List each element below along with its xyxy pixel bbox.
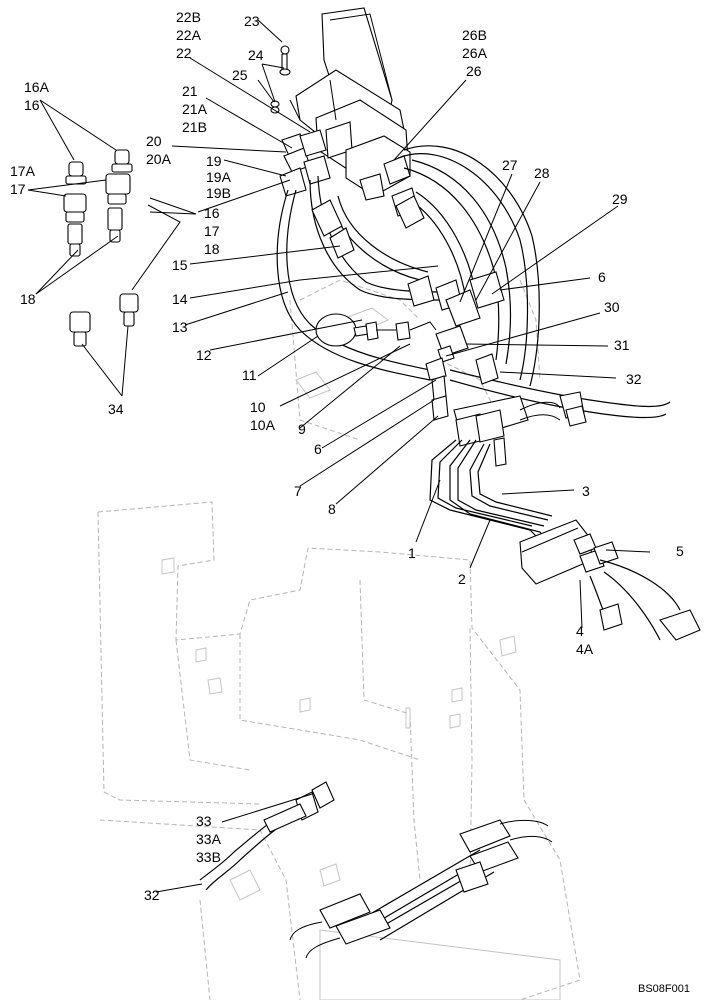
label-5: 5 bbox=[676, 543, 684, 559]
label-10A: 10A bbox=[250, 417, 276, 433]
label-2: 2 bbox=[458, 571, 466, 587]
label-19A: 19A bbox=[206, 169, 232, 185]
leader-lines bbox=[27, 19, 651, 893]
label-21A: 21A bbox=[182, 101, 208, 117]
label-11: 11 bbox=[242, 367, 257, 383]
label-13: 13 bbox=[172, 319, 188, 335]
label-34: 34 bbox=[108, 401, 124, 417]
label-16-top: 16 bbox=[24, 97, 40, 113]
label-28: 28 bbox=[534, 165, 550, 181]
label-14: 14 bbox=[172, 291, 188, 307]
label-19: 19 bbox=[206, 153, 222, 169]
loose-fittings-34 bbox=[69, 293, 139, 347]
label-24: 24 bbox=[248, 47, 264, 63]
label-30: 30 bbox=[604, 299, 620, 315]
label-29: 29 bbox=[612, 191, 628, 207]
label-20A: 20A bbox=[146, 151, 172, 167]
label-12: 12 bbox=[196, 347, 212, 363]
label-21B: 21B bbox=[182, 119, 207, 135]
label-27: 27 bbox=[502, 157, 518, 173]
label-32-bottom: 32 bbox=[144, 887, 160, 903]
label-25: 25 bbox=[232, 67, 248, 83]
label-4A: 4A bbox=[576, 641, 594, 657]
label-16A: 16A bbox=[24, 79, 50, 95]
figure-code: BS08F001 bbox=[638, 983, 690, 995]
label-22A: 22A bbox=[176, 27, 202, 43]
label-18-left: 18 bbox=[20, 291, 36, 307]
label-26: 26 bbox=[466, 63, 482, 79]
label-6-left: 6 bbox=[314, 441, 322, 457]
label-18-mid: 18 bbox=[204, 241, 220, 257]
lower-cross-tube bbox=[289, 819, 553, 959]
label-22B: 22B bbox=[176, 9, 201, 25]
label-17-left: 17 bbox=[10, 181, 26, 197]
loose-fittings-16-17-18 bbox=[63, 149, 133, 257]
label-26B: 26B bbox=[462, 27, 487, 43]
label-19B: 19B bbox=[206, 185, 231, 201]
label-8: 8 bbox=[328, 501, 336, 517]
label-33: 33 bbox=[196, 813, 212, 829]
label-17-mid: 17 bbox=[204, 223, 220, 239]
label-22: 22 bbox=[176, 45, 192, 61]
label-1: 1 bbox=[408, 545, 416, 561]
label-20: 20 bbox=[146, 133, 162, 149]
label-7: 7 bbox=[294, 483, 302, 499]
label-21: 21 bbox=[182, 83, 198, 99]
label-32-right: 32 bbox=[626, 371, 642, 387]
lower-hose-assembly bbox=[199, 781, 335, 891]
steel-lines bbox=[429, 439, 701, 641]
label-3: 3 bbox=[582, 483, 590, 499]
label-15: 15 bbox=[172, 257, 188, 273]
label-16-mid: 16 bbox=[204, 205, 220, 221]
label-31: 31 bbox=[614, 337, 630, 353]
accumulator bbox=[315, 313, 437, 347]
label-9: 9 bbox=[298, 421, 306, 437]
callout-labels: 22B 22A 22 23 24 25 26B 26A 26 16A 16 21… bbox=[10, 9, 684, 903]
label-10: 10 bbox=[250, 399, 266, 415]
label-23: 23 bbox=[244, 13, 260, 29]
label-33A: 33A bbox=[196, 831, 222, 847]
manifold-blocks bbox=[425, 271, 587, 467]
label-6-right: 6 bbox=[598, 269, 606, 285]
machine-frame-outline bbox=[97, 279, 581, 1000]
label-26A: 26A bbox=[462, 45, 488, 61]
label-33B: 33B bbox=[196, 849, 221, 865]
label-17A: 17A bbox=[10, 163, 36, 179]
label-4: 4 bbox=[576, 623, 584, 639]
